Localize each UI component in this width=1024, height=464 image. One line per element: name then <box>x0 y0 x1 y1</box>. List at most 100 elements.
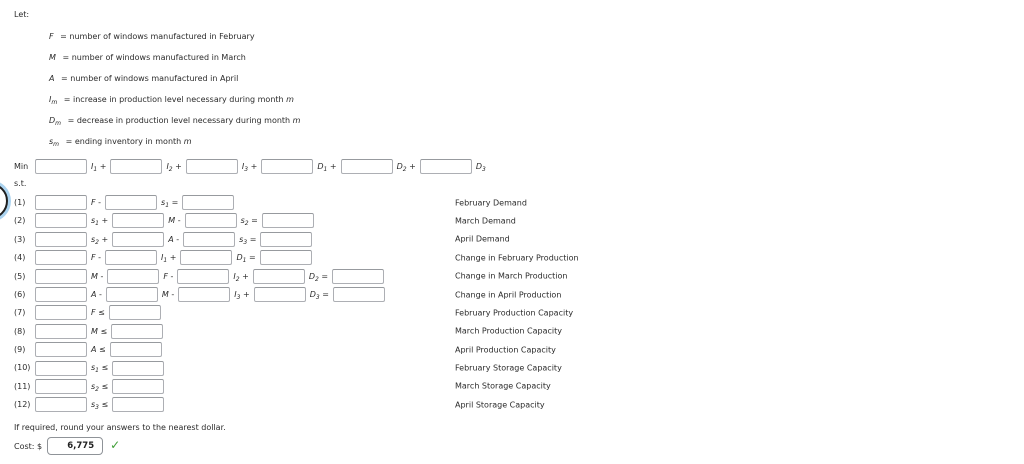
constraint-number: (5) <box>14 271 26 281</box>
answer-input[interactable] <box>35 323 87 339</box>
answer-input[interactable] <box>252 268 305 284</box>
answer-input[interactable] <box>35 268 87 284</box>
math-symbol: I2 + <box>166 162 182 174</box>
answer-input[interactable] <box>35 305 87 321</box>
answer-input[interactable] <box>107 268 160 284</box>
constraint-note: March Demand <box>455 216 516 226</box>
answer-input[interactable] <box>35 397 87 413</box>
math-symbol: M <box>49 53 56 63</box>
answer-input[interactable] <box>182 195 235 211</box>
answer-input[interactable] <box>35 195 87 211</box>
definition-line: F = number of windows manufactured in Fe… <box>49 32 255 42</box>
math-symbol: s3 ≤ <box>91 400 109 412</box>
answer-input[interactable] <box>183 231 236 247</box>
answer-input[interactable] <box>259 250 312 266</box>
constraint-number: (9) <box>14 345 26 355</box>
math-symbol: I3 + <box>241 162 258 174</box>
answer-input[interactable] <box>184 213 237 229</box>
answer-input[interactable] <box>105 195 158 211</box>
definition-line: Im = increase in production level necess… <box>49 95 294 107</box>
constraint-note: February Production Capacity <box>455 308 574 318</box>
math-symbol: D2 = <box>308 271 329 283</box>
constraint-row: (2)s1 +M -s2 =March Demand <box>14 212 1014 230</box>
answer-input[interactable] <box>112 360 165 376</box>
answer-input[interactable] <box>112 378 165 394</box>
math-symbol: A <box>49 74 55 84</box>
answer-input[interactable] <box>178 287 231 303</box>
math-symbol: D3 = <box>309 289 329 301</box>
answer-input[interactable] <box>108 305 161 321</box>
math-symbol: D3 <box>475 162 486 174</box>
math-symbol: A - <box>168 234 180 244</box>
math-symbol: I3 + <box>234 289 250 301</box>
constraint-row: (4)F -I1 +D1 =Change in February Product… <box>14 249 1014 267</box>
constraint-row: (1)F -s1 =February Demand <box>14 193 1014 211</box>
constraint-row: (9)A ≤April Production Capacity <box>14 341 1014 359</box>
cost-row: Cost: $ ✓ <box>14 437 1014 456</box>
answer-input[interactable] <box>35 342 87 358</box>
constraint-note: Change in February Production <box>455 253 579 263</box>
math-symbol: F - <box>91 253 102 263</box>
answer-input[interactable] <box>35 231 87 247</box>
math-symbol: sm <box>49 137 60 149</box>
objective-segments: I1 +I2 +I3 +D1 +D2 +D3 <box>35 159 490 175</box>
answer-input[interactable] <box>177 268 230 284</box>
constraint-row: (10)s1 ≤February Storage Capacity <box>14 359 1014 377</box>
answer-input[interactable] <box>109 342 162 358</box>
answer-input[interactable] <box>105 287 158 303</box>
answer-input[interactable] <box>111 323 164 339</box>
answer-input[interactable] <box>261 159 314 175</box>
answer-input[interactable] <box>110 159 163 175</box>
math-symbol: s3 = <box>239 234 257 246</box>
constraint-note: February Storage Capacity <box>455 363 562 373</box>
constraint-row: (11)s2 ≤March Storage Capacity <box>14 377 1014 395</box>
math-symbol: I1 + <box>91 162 107 174</box>
answer-input[interactable] <box>35 360 87 376</box>
let-label: Let: <box>14 10 30 19</box>
constraint-note: April Production Capacity <box>455 345 556 355</box>
answer-input[interactable] <box>253 287 306 303</box>
answer-input[interactable] <box>419 159 472 175</box>
constraint-number: (11) <box>14 381 31 391</box>
math-symbol: I2 + <box>233 271 249 283</box>
answer-input[interactable] <box>185 159 238 175</box>
subject-to-label: s.t. <box>14 179 27 189</box>
answer-input[interactable] <box>112 231 165 247</box>
constraint-row: (7)F ≤February Production Capacity <box>14 304 1014 322</box>
answer-input[interactable] <box>35 213 87 229</box>
answer-input[interactable] <box>332 268 385 284</box>
answer-input[interactable] <box>105 250 158 266</box>
answer-input[interactable] <box>112 213 165 229</box>
answer-input[interactable] <box>35 250 87 266</box>
math-symbol: s2 ≤ <box>91 381 109 393</box>
constraint-row: (12)s3 ≤April Storage Capacity <box>14 396 1014 414</box>
definition-line: sm = ending inventory in month m <box>49 137 192 149</box>
answer-input[interactable] <box>261 213 314 229</box>
math-symbol: Im <box>49 95 58 107</box>
constraint-number: (6) <box>14 289 26 299</box>
answer-input[interactable] <box>112 397 165 413</box>
math-symbol: s1 + <box>91 216 109 228</box>
answer-input[interactable] <box>180 250 233 266</box>
constraint-number: (3) <box>14 234 26 244</box>
constraint-number: (8) <box>14 326 26 336</box>
math-symbol: F ≤ <box>91 308 105 318</box>
constraint-note: April Storage Capacity <box>455 400 545 410</box>
math-symbol: s1 = <box>161 197 179 209</box>
math-symbol: s2 + <box>91 234 109 246</box>
answer-input[interactable] <box>332 287 385 303</box>
cost-input[interactable] <box>47 437 104 456</box>
answer-input[interactable] <box>260 231 313 247</box>
answer-input[interactable] <box>35 287 87 303</box>
math-symbol: D2 + <box>396 162 416 174</box>
definition-line: M = number of windows manufactured in Ma… <box>49 53 246 63</box>
answer-input[interactable] <box>35 378 87 394</box>
math-symbol: M ≤ <box>91 326 108 336</box>
math-symbol: I1 + <box>161 253 177 265</box>
answer-input[interactable] <box>35 159 87 175</box>
math-symbol: Dm <box>49 116 62 128</box>
annotation-circle <box>0 183 8 219</box>
math-symbol: M - <box>168 216 181 226</box>
answer-input[interactable] <box>340 159 393 175</box>
math-symbol: F - <box>163 271 174 281</box>
